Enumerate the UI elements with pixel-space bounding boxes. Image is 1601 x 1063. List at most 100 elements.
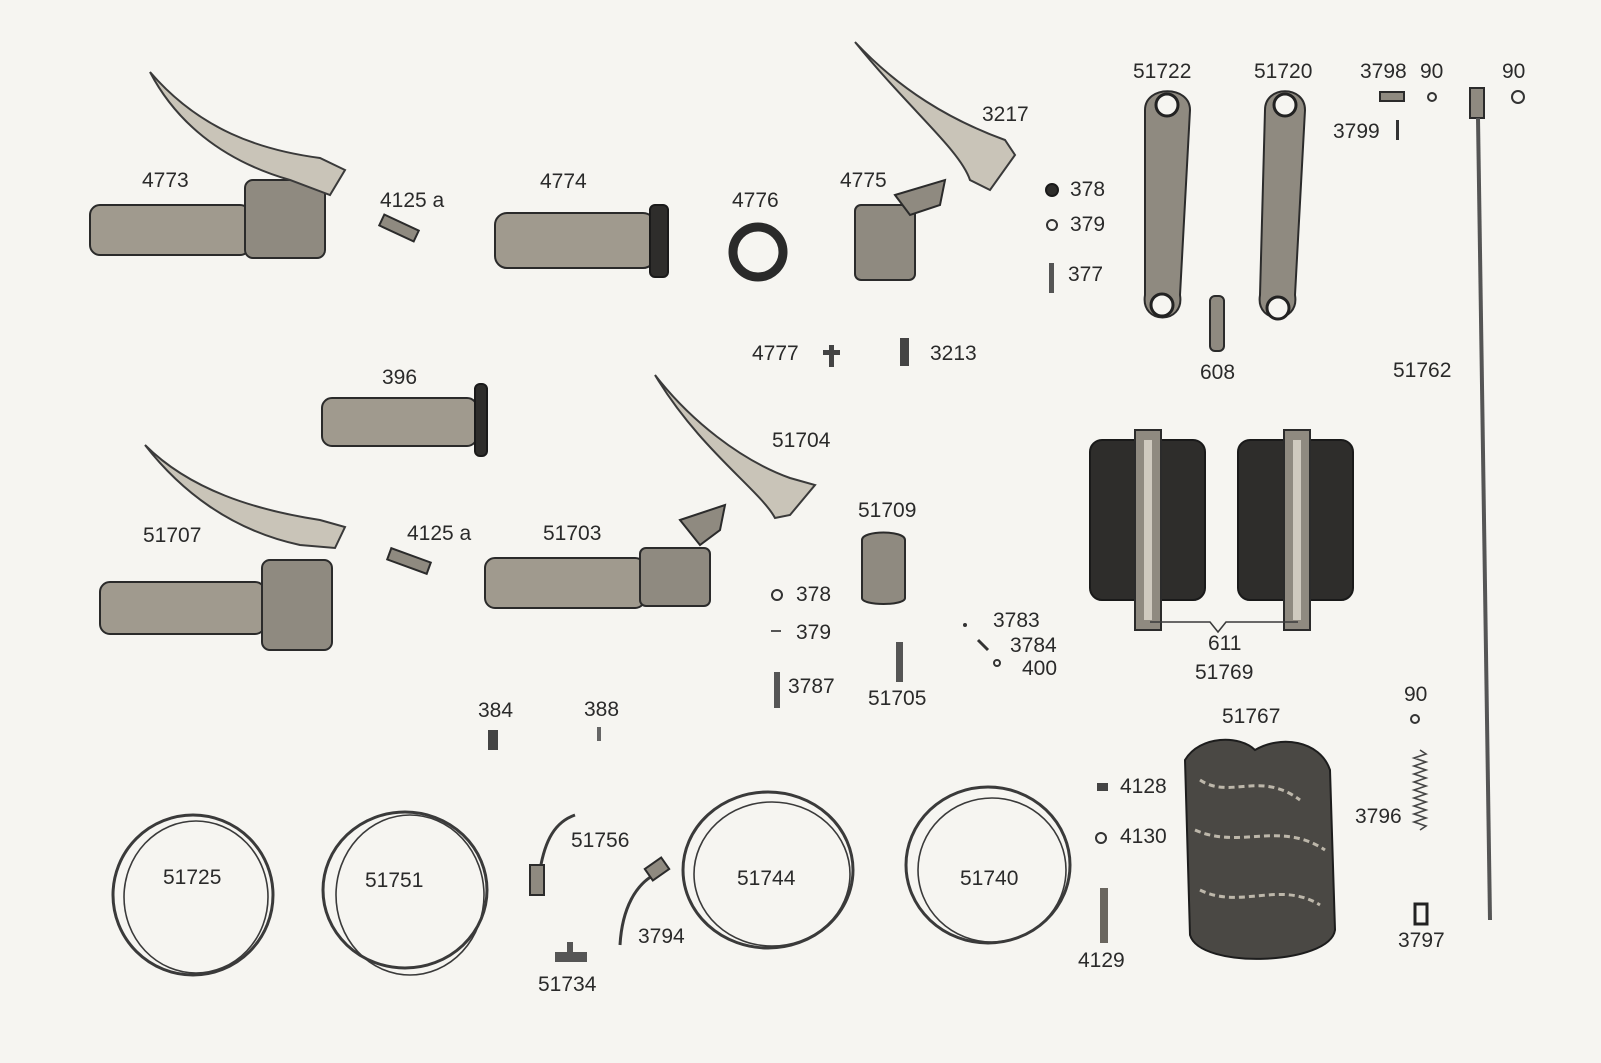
nut-378-top xyxy=(1045,183,1059,197)
clip-3797 xyxy=(1413,902,1429,926)
label-51744: 51744 xyxy=(737,867,796,890)
label-4125a-top: 4125 a xyxy=(380,189,445,212)
label-51756: 51756 xyxy=(571,829,630,852)
spring-3796 xyxy=(1411,749,1429,831)
label-3797: 3797 xyxy=(1398,929,1445,952)
washer-90-b xyxy=(1511,90,1525,104)
label-51720: 51720 xyxy=(1254,60,1313,83)
label-51740: 51740 xyxy=(960,867,1019,890)
label-378-top: 378 xyxy=(1070,178,1106,201)
label-51725: 51725 xyxy=(163,866,222,889)
washer-4130 xyxy=(1095,832,1107,844)
label-4130: 4130 xyxy=(1120,825,1167,848)
label-51767: 51767 xyxy=(1222,705,1281,728)
lever-3217 xyxy=(854,41,1017,192)
cable-51751 xyxy=(321,810,489,976)
grip-4774 xyxy=(494,204,669,278)
label-51705: 51705 xyxy=(868,687,927,710)
label-51722: 51722 xyxy=(1133,60,1192,83)
label-51707: 51707 xyxy=(143,524,202,547)
cable-end-51756 xyxy=(529,813,576,896)
cable-51725 xyxy=(111,813,275,977)
pedal-51769-right xyxy=(1237,429,1354,631)
label-4776: 4776 xyxy=(732,189,779,212)
label-3213: 3213 xyxy=(930,342,977,365)
label-379-mid: 379 xyxy=(796,621,832,644)
nut-378-mid xyxy=(771,589,783,601)
label-3783: 3783 xyxy=(993,609,1040,632)
label-51751: 51751 xyxy=(365,869,424,892)
label-388: 388 xyxy=(584,698,620,721)
label-3787: 3787 xyxy=(788,675,835,698)
label-3217: 3217 xyxy=(982,103,1029,126)
bolt-3213 xyxy=(900,338,909,366)
cotter-pin-608 xyxy=(1209,295,1225,352)
pin-3798 xyxy=(1379,91,1405,102)
grip-396 xyxy=(321,383,488,457)
nipple-51734 xyxy=(555,942,587,962)
clamp-4775 xyxy=(854,178,947,281)
label-396: 396 xyxy=(382,366,418,389)
cable-end-3794 xyxy=(618,856,671,946)
label-378-mid: 378 xyxy=(796,583,832,606)
ring-4776 xyxy=(728,222,788,282)
label-611: 611 xyxy=(1208,632,1242,655)
crank-arm-51720 xyxy=(1258,90,1307,321)
washer-379-top xyxy=(1046,219,1058,231)
label-4777: 4777 xyxy=(752,342,799,365)
cable-51740 xyxy=(904,785,1072,945)
label-90-a: 90 xyxy=(1420,60,1444,83)
screw-377 xyxy=(1049,263,1054,293)
pin-3799 xyxy=(1396,120,1399,140)
label-4128: 4128 xyxy=(1120,775,1167,798)
label-51709: 51709 xyxy=(858,499,917,522)
pedal-pair-bracket xyxy=(1150,621,1298,634)
clamp-51709 xyxy=(861,531,906,605)
grip-51703 xyxy=(484,503,727,609)
label-384: 384 xyxy=(478,699,514,722)
washer-400 xyxy=(993,659,1001,667)
adjuster-4125a-mid xyxy=(385,546,433,576)
label-51703: 51703 xyxy=(543,522,602,545)
washer-90-a xyxy=(1427,92,1437,102)
cable-51744 xyxy=(681,790,855,950)
label-90-c: 90 xyxy=(1404,683,1428,706)
label-4775: 4775 xyxy=(840,169,887,192)
label-4129: 4129 xyxy=(1078,949,1125,972)
adjuster-4125a-top xyxy=(377,213,421,243)
screw-3783 xyxy=(963,623,967,627)
clip-384 xyxy=(488,730,498,750)
label-3798: 3798 xyxy=(1360,60,1407,83)
label-3799: 3799 xyxy=(1333,120,1380,143)
label-51762: 51762 xyxy=(1393,359,1452,382)
screw-4777 xyxy=(823,345,840,367)
label-3796: 3796 xyxy=(1355,805,1402,828)
rod-51762 xyxy=(1469,87,1492,921)
label-400: 400 xyxy=(1022,657,1058,680)
lever-51704 xyxy=(654,374,817,520)
bolt-51705 xyxy=(896,642,903,682)
label-51734: 51734 xyxy=(538,973,597,996)
label-379-top: 379 xyxy=(1070,213,1106,236)
chain-51767 xyxy=(1183,738,1337,960)
pedal-51769-left xyxy=(1089,429,1206,631)
nut-4128 xyxy=(1097,783,1108,791)
washer-90-c xyxy=(1410,714,1420,724)
pin-388 xyxy=(597,727,601,741)
label-4125a-mid: 4125 a xyxy=(407,522,472,545)
label-608: 608 xyxy=(1200,361,1236,384)
bolt-4129 xyxy=(1100,888,1108,943)
label-3794: 3794 xyxy=(638,925,685,948)
screw-3784 xyxy=(976,638,990,652)
label-90-b: 90 xyxy=(1502,60,1526,83)
label-51769: 51769 xyxy=(1195,661,1254,684)
throttle-grip-4773 xyxy=(89,71,347,259)
label-3784: 3784 xyxy=(1010,634,1057,657)
bolt-3787 xyxy=(774,672,780,708)
label-51704: 51704 xyxy=(772,429,831,452)
label-377: 377 xyxy=(1068,263,1104,286)
label-4773: 4773 xyxy=(142,169,189,192)
throttle-grip-51707 xyxy=(99,444,347,651)
